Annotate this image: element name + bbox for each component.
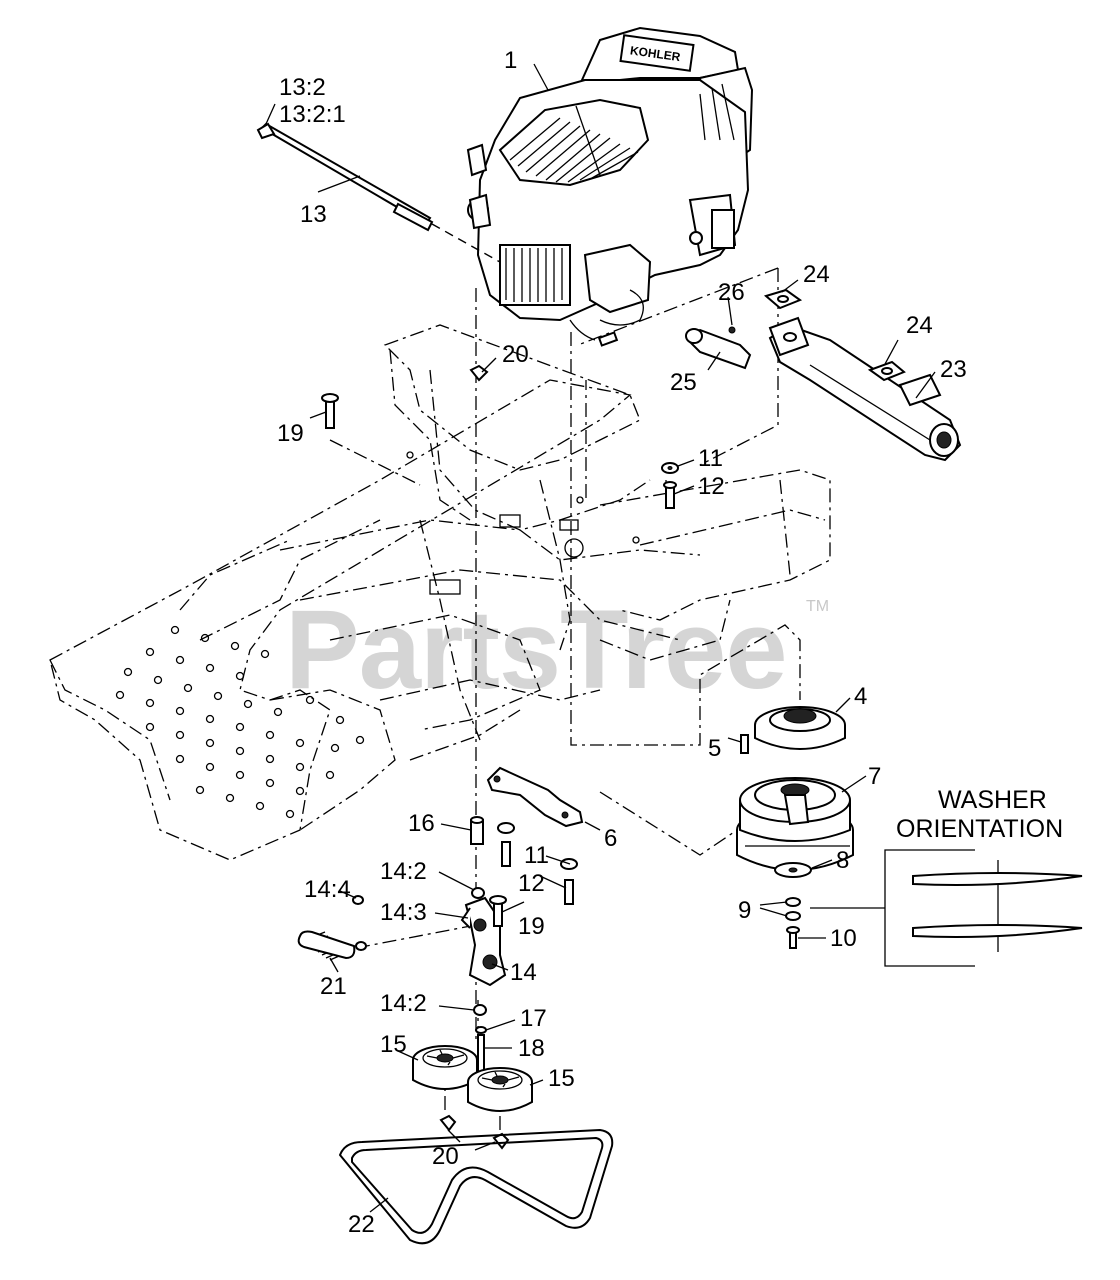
electric-clutch	[736, 777, 854, 871]
watermark-text: PartsTree	[285, 587, 787, 712]
callout-14-2-upper: 14:2	[380, 858, 427, 885]
callout-11-upper: 11	[698, 445, 723, 472]
watermark: PartsTree TM	[285, 587, 829, 712]
callout-15-right: 15	[548, 1065, 575, 1092]
clutch-hardware	[774, 862, 812, 949]
callout-5: 5	[708, 735, 721, 762]
callout-25: 25	[670, 369, 697, 396]
inset-title-line2: ORIENTATION	[896, 815, 1063, 843]
callout-6: 6	[604, 825, 617, 852]
washer-orientation-inset: WASHER ORIENTATION	[810, 786, 1083, 967]
drive-belt	[339, 1129, 614, 1245]
inset-title-line1: WASHER	[938, 786, 1047, 814]
callout-16: 16	[408, 810, 435, 837]
callout-1: 1	[504, 47, 517, 74]
callout-4: 4	[854, 683, 867, 710]
fasteners	[321, 364, 679, 1150]
leader-lines	[265, 63, 936, 1213]
callout-9: 9	[738, 897, 751, 924]
callout-24-upper: 24	[803, 261, 830, 288]
pulley-key	[740, 734, 749, 754]
callout-21: 21	[320, 973, 347, 1000]
frame-chassis	[49, 324, 831, 861]
callout-17: 17	[520, 1005, 547, 1032]
callout-18: 18	[518, 1035, 545, 1062]
watermark-trademark: TM	[806, 598, 829, 615]
callout-13: 13	[300, 201, 327, 228]
callout-24-lower: 24	[906, 312, 933, 339]
callout-14-4: 14:4	[304, 876, 351, 903]
callout-labels: 1 13:2 13:2:1 13 26 24 24 23 25 20 19 11…	[277, 47, 967, 1238]
muffler	[763, 288, 962, 462]
callout-14: 14	[510, 959, 537, 986]
engine-pulley	[754, 706, 846, 750]
callout-14-2-lower: 14:2	[380, 990, 427, 1017]
callout-13-2: 13:2	[279, 74, 326, 101]
callout-22: 22	[348, 1211, 375, 1238]
callout-15-left: 15	[380, 1031, 407, 1058]
callout-8: 8	[836, 847, 849, 874]
callout-23: 23	[940, 356, 967, 383]
exhaust-pipe	[685, 326, 752, 370]
callout-10: 10	[830, 925, 857, 952]
callout-13-2-1: 13:2:1	[279, 101, 346, 128]
callout-19-upper: 19	[277, 420, 304, 447]
callout-12-upper: 12	[698, 473, 725, 500]
callout-7: 7	[868, 763, 881, 790]
callout-26: 26	[718, 279, 745, 306]
idler-pulley-right	[467, 1067, 533, 1112]
idler-bracket	[486, 766, 584, 828]
pto-shaft	[256, 122, 501, 263]
callout-11-lower: 11	[524, 842, 549, 869]
engine: KOHLER	[466, 26, 754, 347]
callout-20-lower: 20	[432, 1143, 459, 1170]
callout-14-3: 14:3	[380, 899, 427, 926]
callout-20-upper: 20	[502, 341, 529, 368]
callout-19-lower: 19	[518, 913, 545, 940]
callout-12-lower: 12	[518, 870, 545, 897]
